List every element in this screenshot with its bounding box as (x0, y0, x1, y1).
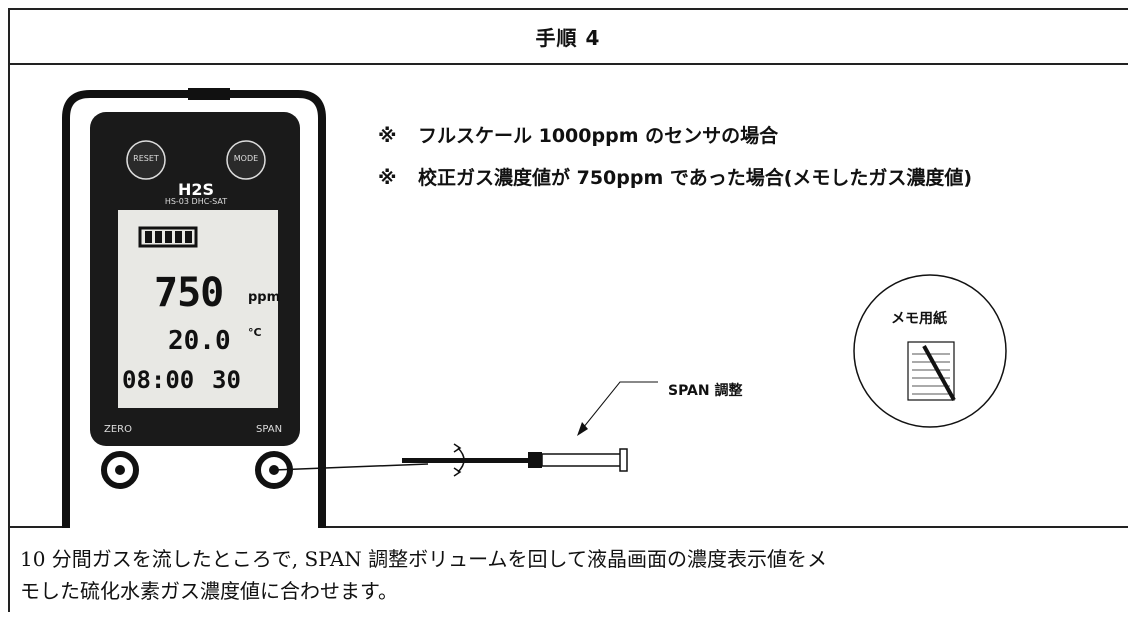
reset-button (126, 140, 166, 180)
mode-button-label: MODE (233, 154, 259, 163)
left-border (8, 8, 10, 612)
note-mark: ※ (378, 167, 397, 189)
temperature-reading: 20.0 (168, 326, 231, 356)
screwdriver-end (619, 448, 628, 472)
instruction-panel: 手順 4 ※ フルスケール 1000ppm のセンサの場合 ※ 校正ガス濃度値が 7… (8, 8, 1128, 612)
note-text: フルスケール 1000ppm のセンサの場合 (418, 125, 779, 147)
span-adjust-callout: SPAN 調整 (668, 383, 743, 399)
memo-lines-icon (912, 353, 950, 395)
note-calibration: ※ 校正ガス濃度値が 750ppm であった場合(メモしたガス濃度値) (378, 163, 972, 190)
time-display: 08:00 (122, 366, 195, 394)
pen-icon (922, 345, 956, 401)
zero-label: ZERO (104, 424, 132, 435)
zero-knob-center (115, 465, 125, 475)
screwdriver-handle (541, 453, 623, 467)
reading-unit: ppm (248, 290, 281, 305)
temperature-unit: °C (248, 326, 262, 339)
battery-bars-icon (145, 231, 192, 243)
page-title: 手順 4 (535, 26, 601, 50)
reset-button-label: RESET (133, 154, 159, 163)
screwdriver-collar (528, 452, 542, 468)
gas-reading: 750 (154, 270, 224, 316)
device-top-clip (188, 88, 230, 100)
memo-pad-icon (907, 341, 955, 401)
rotation-arrow-icon (453, 443, 465, 477)
memo-paper-label: メモ用紙 (891, 311, 947, 327)
mode-button (226, 140, 266, 180)
model-label: HS-03 DHC-SAT (164, 197, 228, 206)
caption-divider (8, 526, 1128, 528)
leader-line (273, 463, 429, 471)
gas-type-label: H2S (177, 180, 215, 199)
battery-icon (138, 226, 198, 248)
span-label: SPAN (256, 424, 283, 435)
screwdriver-shaft (402, 458, 530, 463)
header-divider (8, 63, 1128, 65)
note-mark: ※ (378, 125, 397, 147)
note-text: 校正ガス濃度値が 750ppm であった場合(メモしたガス濃度値) (418, 167, 973, 189)
caption-line-1: 10 分間ガスを流したところで, SPAN 調整ボリュームを回して液晶画面の濃度… (20, 547, 827, 571)
note-fullscale: ※ フルスケール 1000ppm のセンサの場合 (378, 121, 778, 148)
lcd-screen (118, 210, 278, 408)
instruction-caption: 10 分間ガスを流したところで, SPAN 調整ボリュームを回して液晶画面の濃度… (20, 543, 1120, 607)
span-callout-line (582, 381, 658, 429)
span-callout-arrow-icon (577, 422, 588, 436)
top-border (8, 8, 1128, 10)
timer-display: 30 (212, 366, 241, 394)
device-illustration (62, 88, 1007, 528)
caption-line-2: モした硫化水素ガス濃度値に合わせます。 (20, 579, 398, 603)
